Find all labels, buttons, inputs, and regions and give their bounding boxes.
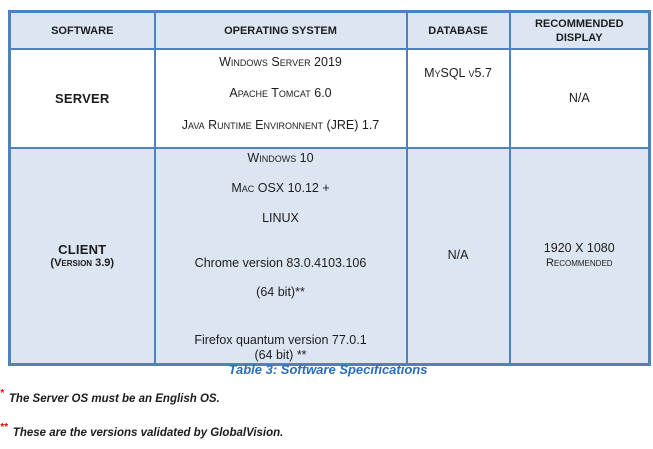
client-display-recommended: Recommended bbox=[545, 257, 613, 270]
client-version-label: (Version 3.9) bbox=[50, 256, 115, 269]
client-os-line: LINUX bbox=[262, 211, 299, 225]
column-header-recommended-display: RECOMMENDED DISPLAY bbox=[508, 10, 651, 50]
cell-client-os: Windows 10 Mac OSX 10.12 + LINUX Chrome … bbox=[153, 147, 408, 365]
server-os-line: Java Runtime Environnent (JRE) 1.7 bbox=[181, 118, 380, 132]
cell-client-display: 1920 X 1080 Recommended bbox=[508, 147, 651, 365]
table-row-server: SERVER Windows Server 2019 Apache Tomcat… bbox=[8, 48, 651, 149]
server-label: SERVER bbox=[55, 91, 110, 106]
server-os-line: Apache Tomcat 6.0 bbox=[229, 86, 332, 100]
client-os-line: Chrome version 83.0.4103.106 bbox=[194, 256, 367, 270]
client-os-line: (64 bit) ** bbox=[254, 348, 307, 362]
column-header-operating-system: OPERATING SYSTEM bbox=[153, 10, 408, 50]
table-caption: Table 3: Software Specifications bbox=[228, 362, 428, 377]
client-os-line: (64 bit)** bbox=[256, 285, 305, 299]
footnote-server-os: * The Server OS must be an English OS. bbox=[0, 388, 220, 405]
footnote-validated-versions: ** These are the versions validated by Gl… bbox=[0, 422, 283, 439]
client-database-value: N/A bbox=[447, 248, 469, 263]
cell-server-software: SERVER bbox=[8, 48, 156, 149]
client-display-resolution: 1920 X 1080 bbox=[543, 241, 615, 256]
cell-client-software: CLIENT (Version 3.9) bbox=[8, 147, 156, 365]
table-row-client: CLIENT (Version 3.9) Windows 10 Mac OSX … bbox=[8, 147, 651, 365]
footnote-marker-single-asterisk: * bbox=[0, 388, 4, 399]
cell-client-database: N/A bbox=[405, 147, 511, 365]
footnote-marker-double-asterisk: ** bbox=[0, 422, 8, 433]
cell-server-os: Windows Server 2019 Apache Tomcat 6.0 Ja… bbox=[153, 48, 408, 149]
cell-server-database: MySQL v5.7 bbox=[405, 48, 511, 149]
client-os-line: Windows 10 bbox=[247, 151, 314, 165]
client-os-line: Mac OSX 10.12 + bbox=[231, 181, 330, 195]
server-os-line: Windows Server 2019 bbox=[219, 55, 342, 69]
software-specifications-table: SOFTWARE OPERATING SYSTEM DATABASE RECOM… bbox=[8, 10, 651, 366]
column-header-database: DATABASE bbox=[405, 10, 511, 50]
footnote-text: The Server OS must be an English OS. bbox=[8, 393, 220, 405]
table-header-row: SOFTWARE OPERATING SYSTEM DATABASE RECOM… bbox=[8, 10, 651, 50]
server-display-value: N/A bbox=[568, 91, 590, 105]
server-database-value: MySQL v5.7 bbox=[424, 66, 492, 80]
footnote-text: These are the versions validated by Glob… bbox=[12, 427, 284, 439]
column-header-software: SOFTWARE bbox=[8, 10, 156, 50]
client-label: CLIENT bbox=[58, 241, 107, 257]
client-os-line: Firefox quantum version 77.0.1 bbox=[194, 333, 367, 347]
cell-server-display: N/A bbox=[508, 48, 651, 149]
